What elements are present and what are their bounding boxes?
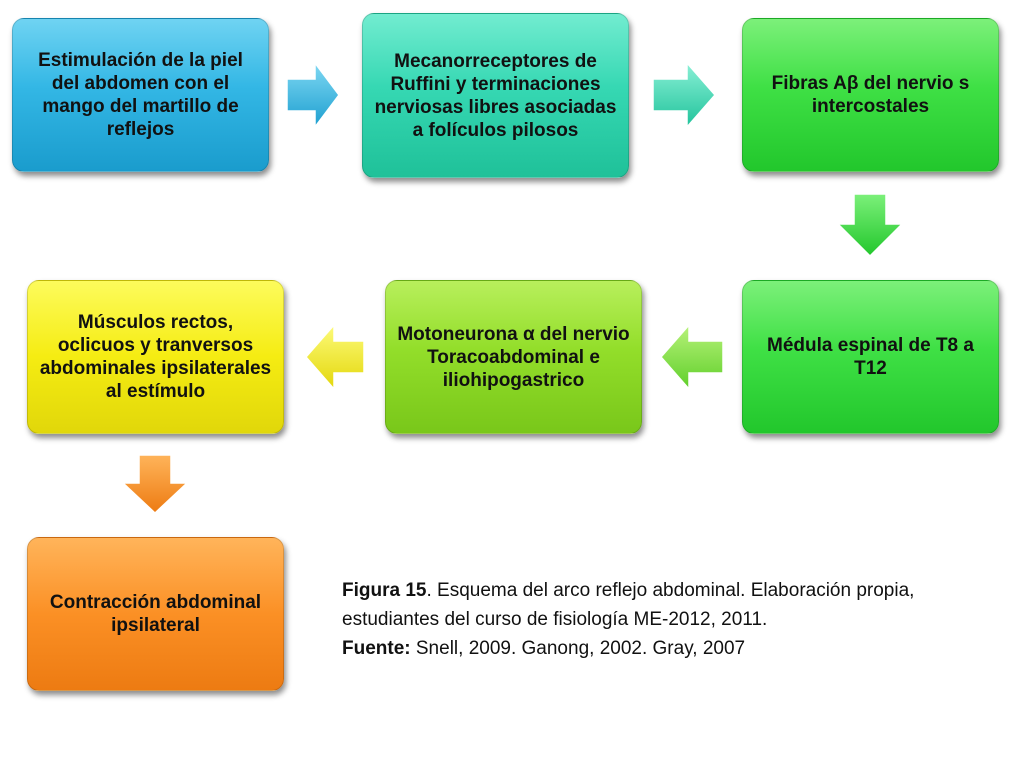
left-arrow-2 bbox=[305, 323, 365, 391]
figure-caption: Figura 15. Esquema del arco reflejo abdo… bbox=[342, 576, 982, 663]
motoneuron-text: Motoneurona α del nervio Toracoabdominal… bbox=[397, 323, 630, 391]
receptors-box: Mecanorreceptores de Ruffini y terminaci… bbox=[362, 13, 629, 178]
left-arrow-1 bbox=[660, 323, 724, 391]
muscles-box: Músculos rectos, oclicuos y tranversos a… bbox=[27, 280, 284, 434]
contraction-text: Contracción abdominal ipsilateral bbox=[49, 592, 262, 636]
right-arrow-1 bbox=[286, 60, 340, 130]
figure-text: . Esquema del arco reflejo abdominal. El… bbox=[342, 580, 915, 630]
spinal-cord-text: Médula espinal de T8 a T12 bbox=[767, 335, 974, 379]
source-label: Fuente: bbox=[342, 638, 411, 659]
figure-label: Figura 15 bbox=[342, 580, 427, 601]
source-text: Snell, 2009. Ganong, 2002. Gray, 2007 bbox=[410, 638, 746, 659]
right-arrow-2 bbox=[652, 61, 716, 129]
down-arrow-2 bbox=[121, 454, 189, 515]
spinal-cord-box: Médula espinal de T8 a T12 bbox=[742, 280, 999, 434]
motoneuron-box: Motoneurona α del nervio Toracoabdominal… bbox=[385, 280, 642, 434]
contraction-box: Contracción abdominal ipsilateral bbox=[27, 537, 284, 691]
fibers-text: Fibras Aβ del nervio s intercostales bbox=[771, 73, 970, 117]
fibers-box: Fibras Aβ del nervio s intercostales bbox=[742, 18, 999, 172]
down-arrow-1 bbox=[836, 193, 904, 258]
stimulus-box: Estimulación de la piel del abdomen con … bbox=[12, 18, 269, 172]
receptors-text: Mecanorreceptores de Ruffini y terminaci… bbox=[374, 50, 617, 141]
stimulus-text: Estimulación de la piel del abdomen con … bbox=[38, 50, 243, 140]
muscles-text: Músculos rectos, oclicuos y tranversos a… bbox=[39, 312, 272, 402]
